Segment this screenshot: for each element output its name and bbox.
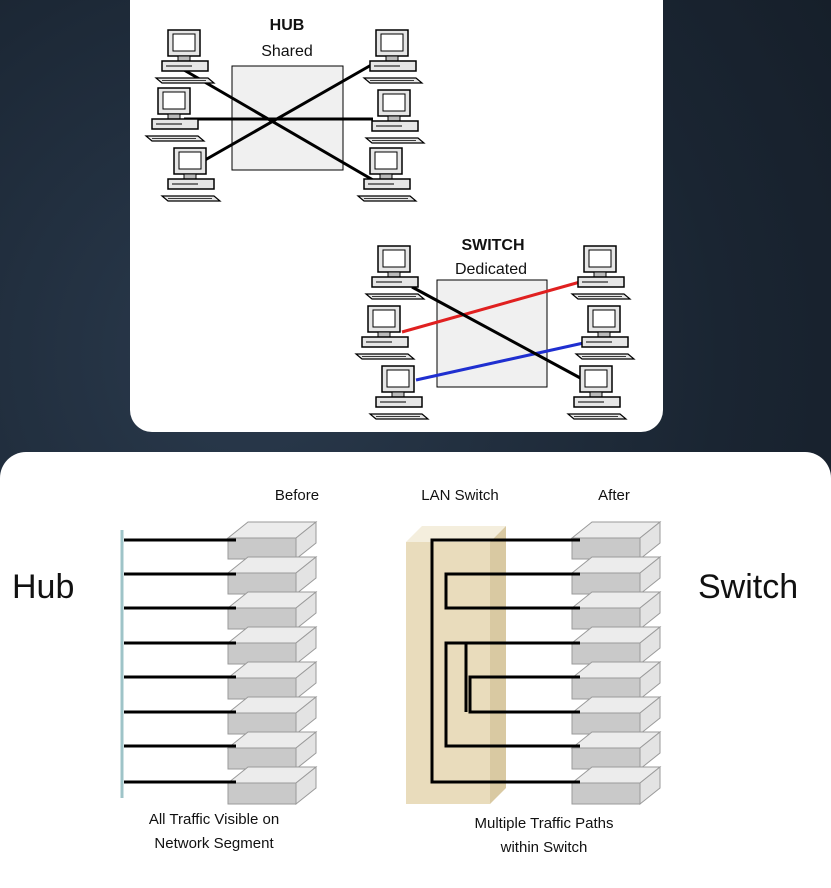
hub-side-label: Hub bbox=[12, 568, 74, 606]
hub-computer-right-2 bbox=[365, 89, 425, 144]
after-device-stack bbox=[571, 521, 661, 805]
switch-caption-line1: Multiple Traffic Paths bbox=[475, 815, 614, 832]
hub-vs-switch-panel: HUB Shared SWITCH Dedicated bbox=[130, 0, 663, 432]
after-label: After bbox=[598, 487, 630, 504]
hub-caption-line2: Network Segment bbox=[154, 835, 274, 852]
switch-computer-right-2 bbox=[575, 305, 635, 360]
hub-link-3 bbox=[183, 62, 374, 174]
switch-computer-right-3 bbox=[567, 365, 627, 420]
before-label: Before bbox=[275, 487, 319, 504]
switch-link-black bbox=[411, 285, 585, 382]
switch-computer-left-3 bbox=[369, 365, 429, 420]
switch-computer-left-1 bbox=[365, 245, 425, 300]
lan-switch-label: LAN Switch bbox=[421, 487, 499, 504]
switch-link-red bbox=[401, 280, 581, 334]
lan-switch-body bbox=[406, 542, 490, 804]
switch-path-5 bbox=[468, 675, 580, 712]
hub-computer-left-2 bbox=[145, 87, 205, 142]
switch-title: SWITCH bbox=[461, 237, 524, 254]
switch-side-label: Switch bbox=[698, 568, 798, 606]
switch-traffic-paths bbox=[430, 538, 580, 784]
lan-switch-top bbox=[406, 526, 506, 542]
hub-title: HUB bbox=[270, 17, 305, 34]
switch-caption-line2: within Switch bbox=[500, 839, 588, 856]
switch-link-blue bbox=[415, 340, 589, 382]
hub-computer-left-1 bbox=[155, 29, 215, 84]
switch-subtitle: Dedicated bbox=[455, 261, 527, 278]
switch-path-1 bbox=[430, 538, 580, 784]
hub-computer-right-3 bbox=[357, 147, 417, 202]
before-device-stack bbox=[227, 521, 317, 805]
before-after-panel: Hub Switch Before LAN Switch After bbox=[0, 452, 831, 888]
switch-path-3 bbox=[444, 641, 580, 748]
switch-path-2 bbox=[444, 572, 580, 610]
lan-switch-side bbox=[490, 526, 506, 804]
hub-bus-links bbox=[124, 538, 236, 784]
before-after-diagram: Hub Switch Before LAN Switch After bbox=[12, 487, 798, 856]
hub-switch-diagram: HUB Shared SWITCH Dedicated bbox=[145, 17, 635, 420]
hub-subtitle: Shared bbox=[261, 43, 313, 60]
hub-computer-right-1 bbox=[363, 29, 423, 84]
hub-link-1 bbox=[183, 68, 374, 182]
hub-caption-line1: All Traffic Visible on bbox=[149, 811, 279, 828]
switch-computer-right-1 bbox=[571, 245, 631, 300]
